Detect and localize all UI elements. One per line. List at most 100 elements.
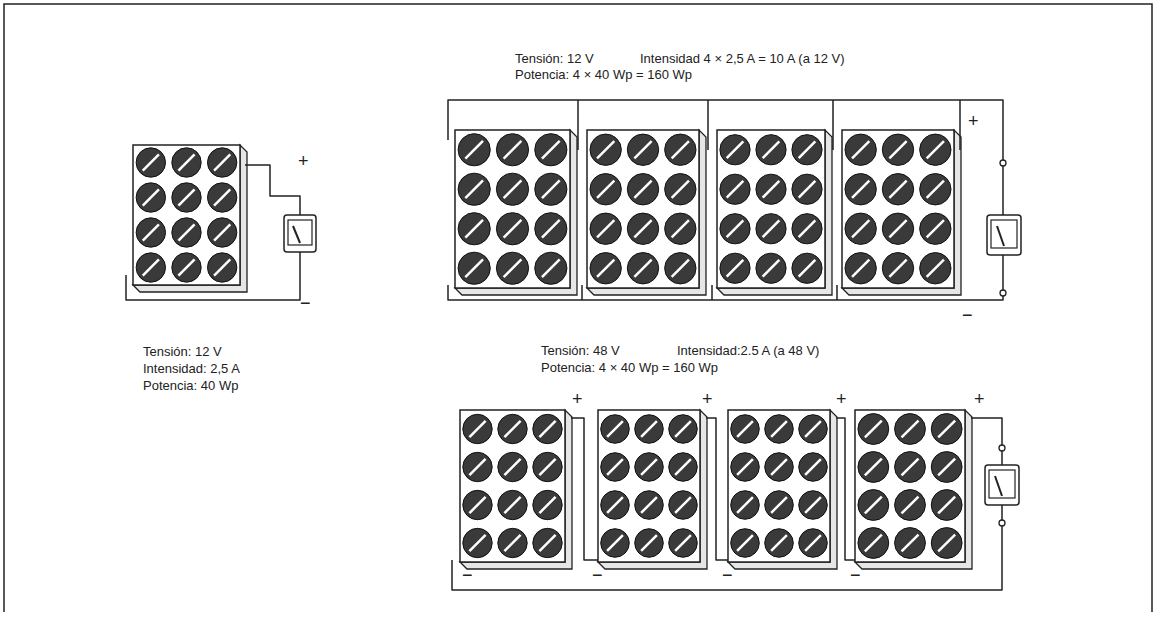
solar-panel bbox=[855, 410, 972, 569]
polarity-sign: + bbox=[974, 390, 985, 408]
meter-body bbox=[284, 215, 316, 252]
solar-cell bbox=[756, 135, 786, 165]
cell-highlight bbox=[927, 181, 944, 198]
solar-cell bbox=[931, 414, 962, 445]
meter-needle bbox=[997, 226, 1004, 246]
cell-highlight bbox=[672, 260, 689, 277]
cell-highlight bbox=[504, 259, 522, 277]
panel-edge bbox=[728, 410, 837, 569]
solar-cell bbox=[792, 253, 822, 283]
solar-panel bbox=[728, 410, 837, 569]
cell-highlight bbox=[469, 535, 485, 551]
solar-cell bbox=[731, 491, 760, 520]
solar-cell bbox=[756, 253, 786, 283]
solar-cell bbox=[895, 414, 926, 445]
solar-cell bbox=[533, 490, 562, 519]
cell-highlight bbox=[542, 220, 560, 238]
solar-cell bbox=[136, 253, 165, 282]
cell-highlight bbox=[597, 181, 614, 198]
solar-cell bbox=[458, 134, 490, 166]
solar-cell bbox=[535, 134, 567, 166]
cell-highlight bbox=[799, 220, 816, 237]
cell-highlight bbox=[805, 421, 821, 437]
panel-edge bbox=[460, 410, 572, 569]
cell-highlight bbox=[771, 497, 787, 513]
solar-cell bbox=[765, 491, 794, 520]
cell-highlight bbox=[634, 260, 651, 277]
cell-highlight bbox=[143, 154, 159, 170]
cell-highlight bbox=[597, 141, 614, 158]
solar-cell bbox=[496, 173, 528, 205]
cell-highlight bbox=[504, 180, 522, 198]
solar-cell bbox=[731, 415, 760, 444]
cell-highlight bbox=[799, 141, 816, 158]
cell-highlight bbox=[542, 259, 560, 277]
solar-cell bbox=[463, 528, 492, 557]
solar-cell bbox=[731, 529, 760, 558]
cell-highlight bbox=[727, 181, 744, 198]
solar-cell bbox=[590, 213, 621, 244]
panel-face bbox=[842, 130, 954, 288]
cell-highlight bbox=[852, 141, 869, 158]
solar-cell bbox=[207, 183, 236, 212]
spec-text: Intensidad: 2,5 A bbox=[143, 361, 240, 377]
cell-highlight bbox=[902, 459, 919, 476]
panel-edge bbox=[842, 130, 961, 295]
solar-cell bbox=[463, 490, 492, 519]
solar-cell bbox=[496, 213, 528, 245]
cell-highlight bbox=[763, 181, 780, 198]
solar-cell bbox=[590, 134, 621, 165]
polarity-sign: + bbox=[968, 112, 979, 130]
solar-cell bbox=[458, 173, 490, 205]
cell-highlight bbox=[675, 535, 691, 551]
cell-highlight bbox=[889, 181, 906, 198]
solar-cell bbox=[533, 414, 562, 443]
cell-highlight bbox=[865, 421, 882, 438]
spec-text: Intensidad:2.5 A (a 48 V) bbox=[677, 343, 819, 359]
frame bbox=[4, 4, 1152, 612]
cell-highlight bbox=[641, 459, 657, 475]
solar-cell bbox=[765, 453, 794, 482]
cell-highlight bbox=[727, 220, 744, 237]
solar-cell bbox=[669, 453, 698, 482]
cell-highlight bbox=[737, 497, 753, 513]
cell-highlight bbox=[465, 180, 483, 198]
cell-highlight bbox=[763, 220, 780, 237]
cell-highlight bbox=[178, 259, 194, 275]
solar-cell bbox=[720, 214, 750, 244]
cell-highlight bbox=[938, 459, 955, 476]
cell-highlight bbox=[539, 459, 555, 475]
solar-cell bbox=[792, 135, 822, 165]
solar-cell bbox=[669, 529, 698, 558]
solar-cell bbox=[845, 253, 876, 284]
solar-cell bbox=[765, 415, 794, 444]
solar-cell bbox=[601, 415, 630, 444]
cell-highlight bbox=[143, 259, 159, 275]
cell-highlight bbox=[799, 260, 816, 277]
spec-text: Potencia: 4 × 40 Wp = 160 Wp bbox=[541, 360, 718, 376]
cell-highlight bbox=[634, 181, 651, 198]
cell-highlight bbox=[865, 497, 882, 514]
solar-cell bbox=[720, 253, 750, 283]
cell-highlight bbox=[465, 141, 483, 159]
panel-face bbox=[717, 130, 825, 288]
solar-cell bbox=[463, 414, 492, 443]
polarity-sign: − bbox=[962, 306, 973, 324]
cell-highlight bbox=[889, 260, 906, 277]
solar-cell bbox=[756, 174, 786, 204]
solar-cell bbox=[458, 213, 490, 245]
meter-dial bbox=[989, 470, 1015, 498]
wires bbox=[126, 100, 1003, 590]
solar-cell bbox=[665, 253, 696, 284]
cell-highlight bbox=[727, 141, 744, 158]
polarity-sign: − bbox=[850, 566, 861, 584]
solar-cell bbox=[496, 134, 528, 166]
spec-text: Tensión: 12 V bbox=[515, 51, 594, 67]
solar-panel bbox=[587, 130, 706, 295]
solar-cell bbox=[498, 528, 527, 557]
solar-panel bbox=[455, 130, 577, 295]
cell-highlight bbox=[597, 220, 614, 237]
cell-highlight bbox=[504, 497, 520, 513]
solar-cell bbox=[731, 453, 760, 482]
